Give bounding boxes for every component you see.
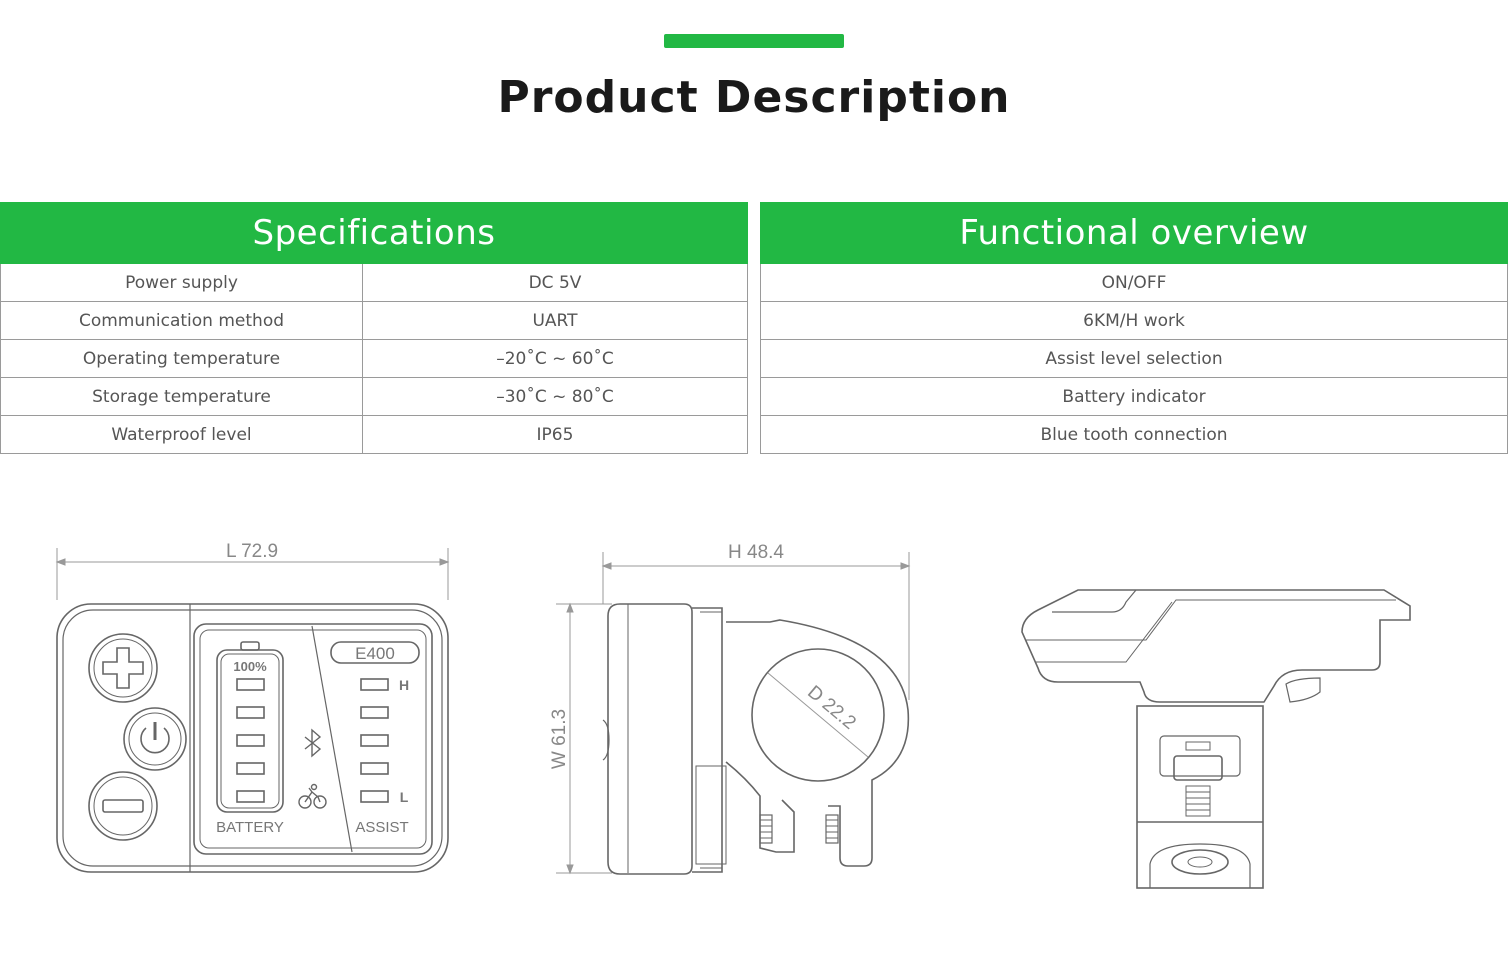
spec-label: Communication method — [0, 301, 363, 340]
model-badge — [330, 641, 420, 664]
front-view-drawing: L 72.9 — [55, 541, 450, 873]
page-title: Product Description — [497, 72, 1011, 123]
spec-value: UART — [362, 301, 748, 340]
function-item: Blue tooth connection — [760, 415, 1508, 454]
specifications-heading: Specifications — [0, 202, 748, 264]
specifications-table: Specifications Power supply DC 5V Commun… — [0, 202, 748, 454]
table-row: ON/OFF — [760, 263, 1508, 302]
plus-icon — [88, 633, 158, 703]
side-view-drawing: H 48.4 W 61.3 D 22.2 — [549, 542, 911, 875]
table-row: Waterproof level IP65 — [0, 415, 748, 454]
functional-overview-table: Functional overview ON/OFF 6KM/H work As… — [760, 202, 1508, 454]
spec-label: Storage temperature — [0, 377, 363, 416]
power-icon — [123, 707, 187, 771]
width-dimension — [556, 602, 612, 875]
function-item: Battery indicator — [760, 377, 1508, 416]
length-label: L 72.9 — [226, 541, 278, 562]
clamp-tube — [751, 648, 885, 782]
rear-view-drawing — [1021, 589, 1411, 889]
height-label: H 48.4 — [728, 542, 784, 563]
assist-level-indicator — [360, 678, 389, 803]
height-dimension — [601, 552, 911, 700]
table-row: Storage temperature –30˚C ~ 80˚C — [0, 377, 748, 416]
assist-high-label: H — [399, 677, 409, 693]
spec-value: –30˚C ~ 80˚C — [362, 377, 748, 416]
display-body-inner — [62, 609, 443, 867]
minus-icon — [88, 771, 158, 841]
assist-label: ASSIST — [355, 819, 408, 836]
table-row: Communication method UART — [0, 301, 748, 340]
table-row: Operating temperature –20˚C ~ 60˚C — [0, 339, 748, 378]
spec-value: IP65 — [362, 415, 748, 454]
assist-low-label: L — [400, 789, 409, 805]
display-body — [56, 603, 449, 873]
table-row: Battery indicator — [760, 377, 1508, 416]
spec-label: Operating temperature — [0, 339, 363, 378]
spec-label: Power supply — [0, 263, 363, 302]
model-label: E400 — [355, 644, 395, 663]
battery-label: BATTERY — [216, 819, 284, 836]
battery-indicator — [216, 641, 284, 813]
bluetooth-icon — [304, 728, 322, 758]
accent-bar — [664, 34, 844, 48]
bike-icon — [298, 783, 327, 809]
spec-label: Waterproof level — [0, 415, 363, 454]
length-dimension — [55, 548, 450, 600]
table-row: Blue tooth connection — [760, 415, 1508, 454]
lcd-screen — [193, 623, 433, 855]
width-label: W 61.3 — [549, 709, 570, 769]
mount-bracket — [1136, 705, 1264, 889]
functional-overview-heading: Functional overview — [760, 202, 1508, 264]
function-item: ON/OFF — [760, 263, 1508, 302]
battery-percent: 100% — [233, 659, 267, 674]
